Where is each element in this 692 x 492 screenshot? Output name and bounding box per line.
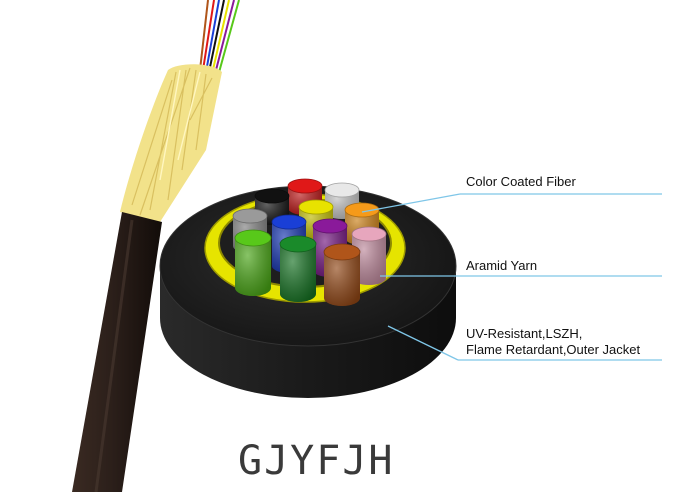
leader-lines: [361, 193, 662, 361]
fiber-pink: [351, 226, 387, 285]
callout-aramid-yarn: Aramid Yarn: [466, 258, 537, 273]
fiber-brown: [323, 243, 361, 306]
fiber-green: [279, 235, 317, 302]
callout-jacket-line-2: Flame Retardant,Outer Jacket: [466, 342, 641, 357]
callout-color-coated-fiber: Color Coated Fiber: [466, 174, 576, 189]
model-name: GJYFJH: [238, 438, 395, 484]
callout-jacket-line-1: UV-Resistant,LSZH,: [466, 326, 582, 341]
aramid-yarn-bundle: [120, 64, 222, 222]
jacket-leader-line: [387, 325, 459, 361]
fiber-leader-line: [361, 193, 461, 213]
fiber-light-green: [234, 229, 272, 296]
exposed-fiber-strands: [199, 0, 240, 77]
color-coated-fibers: [232, 178, 387, 306]
cable-outer-jacket: [72, 212, 162, 492]
